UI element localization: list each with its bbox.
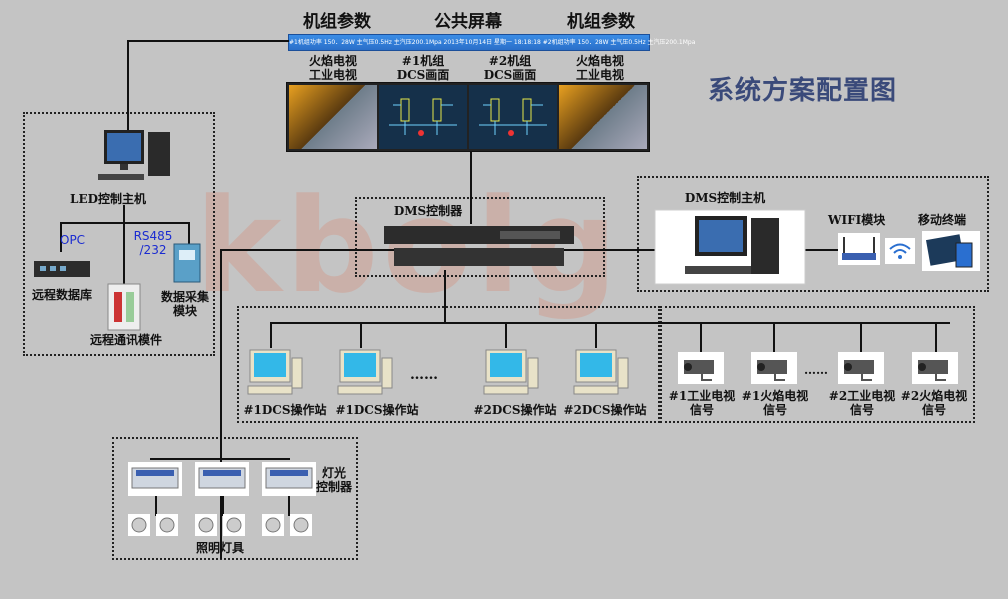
router-icon [838, 233, 880, 265]
opc-label: OPC [60, 233, 86, 247]
dcs-station-icon-1 [247, 349, 303, 395]
dms-controller-group [355, 197, 605, 277]
screen-label-4: 火焰电视 工业电视 [575, 54, 624, 82]
line-cam-1 [700, 322, 702, 352]
line-light-2 [222, 478, 224, 516]
camera-icon-3 [838, 352, 884, 384]
led-host-label: LED控制主机 [70, 192, 146, 206]
dcs-station-label-2: #1DCS操作站 [335, 403, 419, 417]
screen-label-1: 火焰电视 工业电视 [308, 54, 357, 82]
lamp-icon-pair-1 [128, 514, 178, 536]
line-bus-lighting [220, 249, 222, 559]
lamps-label: 照明灯具 [195, 541, 244, 555]
line-ticker-led [127, 40, 129, 130]
dcs-screen-1 [379, 85, 467, 149]
camera-ellipsis: …… [804, 363, 828, 377]
light-controller-label: 灯光 控制器 [315, 466, 352, 494]
acq-module-icon [173, 243, 201, 283]
line-light-bus [150, 458, 290, 460]
dcs-station-icon-4 [573, 349, 629, 395]
mobile-device-icon [922, 231, 980, 271]
light-controller-icon-1 [128, 462, 182, 496]
line-wall-dms [470, 152, 472, 224]
dcs-station-icon-2 [337, 349, 393, 395]
acq-module-label: 数据采集 模块 [160, 290, 209, 318]
dcs-station-label-4: #2DCS操作站 [563, 403, 647, 417]
line-dcs-2 [360, 322, 362, 348]
camera-label-3: #2工业电视 信号 [828, 389, 896, 417]
camera-icon-1 [678, 352, 724, 384]
light-controller-icon-3 [262, 462, 316, 496]
wifi-icon [885, 238, 915, 264]
dcs-ellipsis: …… [410, 367, 438, 383]
led-control-group [23, 112, 215, 356]
line-dms-dcs [444, 270, 446, 322]
line-light-1 [155, 478, 157, 516]
lighting-group [112, 437, 358, 560]
line-led-branch [60, 222, 190, 224]
line-camera-bus [650, 322, 950, 324]
comm-module-label: 远程通讯模件 [89, 333, 162, 347]
camera-label-2: #1火焰电视 信号 [741, 389, 809, 417]
line-led-acq [188, 222, 190, 244]
line-dcs-bus [270, 322, 850, 324]
dcs-diagram-icon [473, 85, 553, 149]
line-led-comm [123, 205, 125, 285]
dms-host-label: DMS控制主机 [684, 191, 766, 205]
line-light-3 [288, 478, 290, 516]
line-dms-wifi [803, 249, 839, 251]
line-dcs-3 [505, 322, 507, 348]
watermark: kbolg [195, 170, 622, 322]
line-cam-2 [773, 322, 775, 352]
remote-db-label: 远程数据库 [31, 288, 92, 302]
dcs-station-label-1: #1DCS操作站 [243, 403, 327, 417]
line-led-db [60, 222, 62, 252]
camera-group [660, 306, 975, 423]
mobile-label: 移动终端 [918, 213, 967, 227]
wifi-label: WIFI模块 [828, 213, 886, 227]
dms-controller-icon [384, 226, 574, 266]
camera-label-4: #2火焰电视 信号 [900, 389, 968, 417]
comm-module-icon [107, 283, 141, 331]
line-dcs-1 [270, 322, 272, 348]
diagram-title: 系统方案配置图 [708, 76, 898, 106]
header-center-label: 公共屏幕 [434, 12, 502, 32]
dcs-diagram-icon [383, 85, 463, 149]
dcs-station-icon-3 [483, 349, 539, 395]
camera-icon-4 [912, 352, 958, 384]
screen-label-2: #1机组 DCS画面 [396, 54, 450, 82]
light-controller-icon-2 [195, 462, 249, 496]
line-cam-4 [935, 322, 937, 352]
computer-icon [654, 209, 806, 285]
public-screen-ticker: #1机组功率 150．28W 主气压0.5Hz 主汽压200.1Mpa 2013… [288, 34, 695, 51]
flame-tv-screen [289, 85, 377, 149]
dcs-station-label-3: #2DCS操作站 [473, 403, 557, 417]
dms-host-group [637, 176, 989, 292]
camera-label-1: #1工业电视 信号 [668, 389, 736, 417]
screen-label-3: #2机组 DCS画面 [483, 54, 537, 82]
lamp-icon-pair-2 [195, 514, 245, 536]
camera-icon-2 [751, 352, 797, 384]
dcs-station-group [237, 306, 660, 423]
remote-database-icon [34, 261, 90, 277]
dms-controller-label: DMS控制器 [393, 204, 463, 218]
header-right-label: 机组参数 [567, 12, 635, 32]
video-wall [286, 82, 650, 152]
computer-icon [98, 130, 170, 180]
line-cam-3 [860, 322, 862, 352]
line-ticker-led-h [127, 40, 289, 42]
line-dcs-4 [595, 322, 597, 348]
dcs-screen-2 [469, 85, 557, 149]
header-left-label: 机组参数 [303, 12, 371, 32]
flame-tv-screen [559, 85, 647, 149]
lamp-icon-pair-3 [262, 514, 312, 536]
rs485-label: RS485 /232 [133, 229, 173, 257]
